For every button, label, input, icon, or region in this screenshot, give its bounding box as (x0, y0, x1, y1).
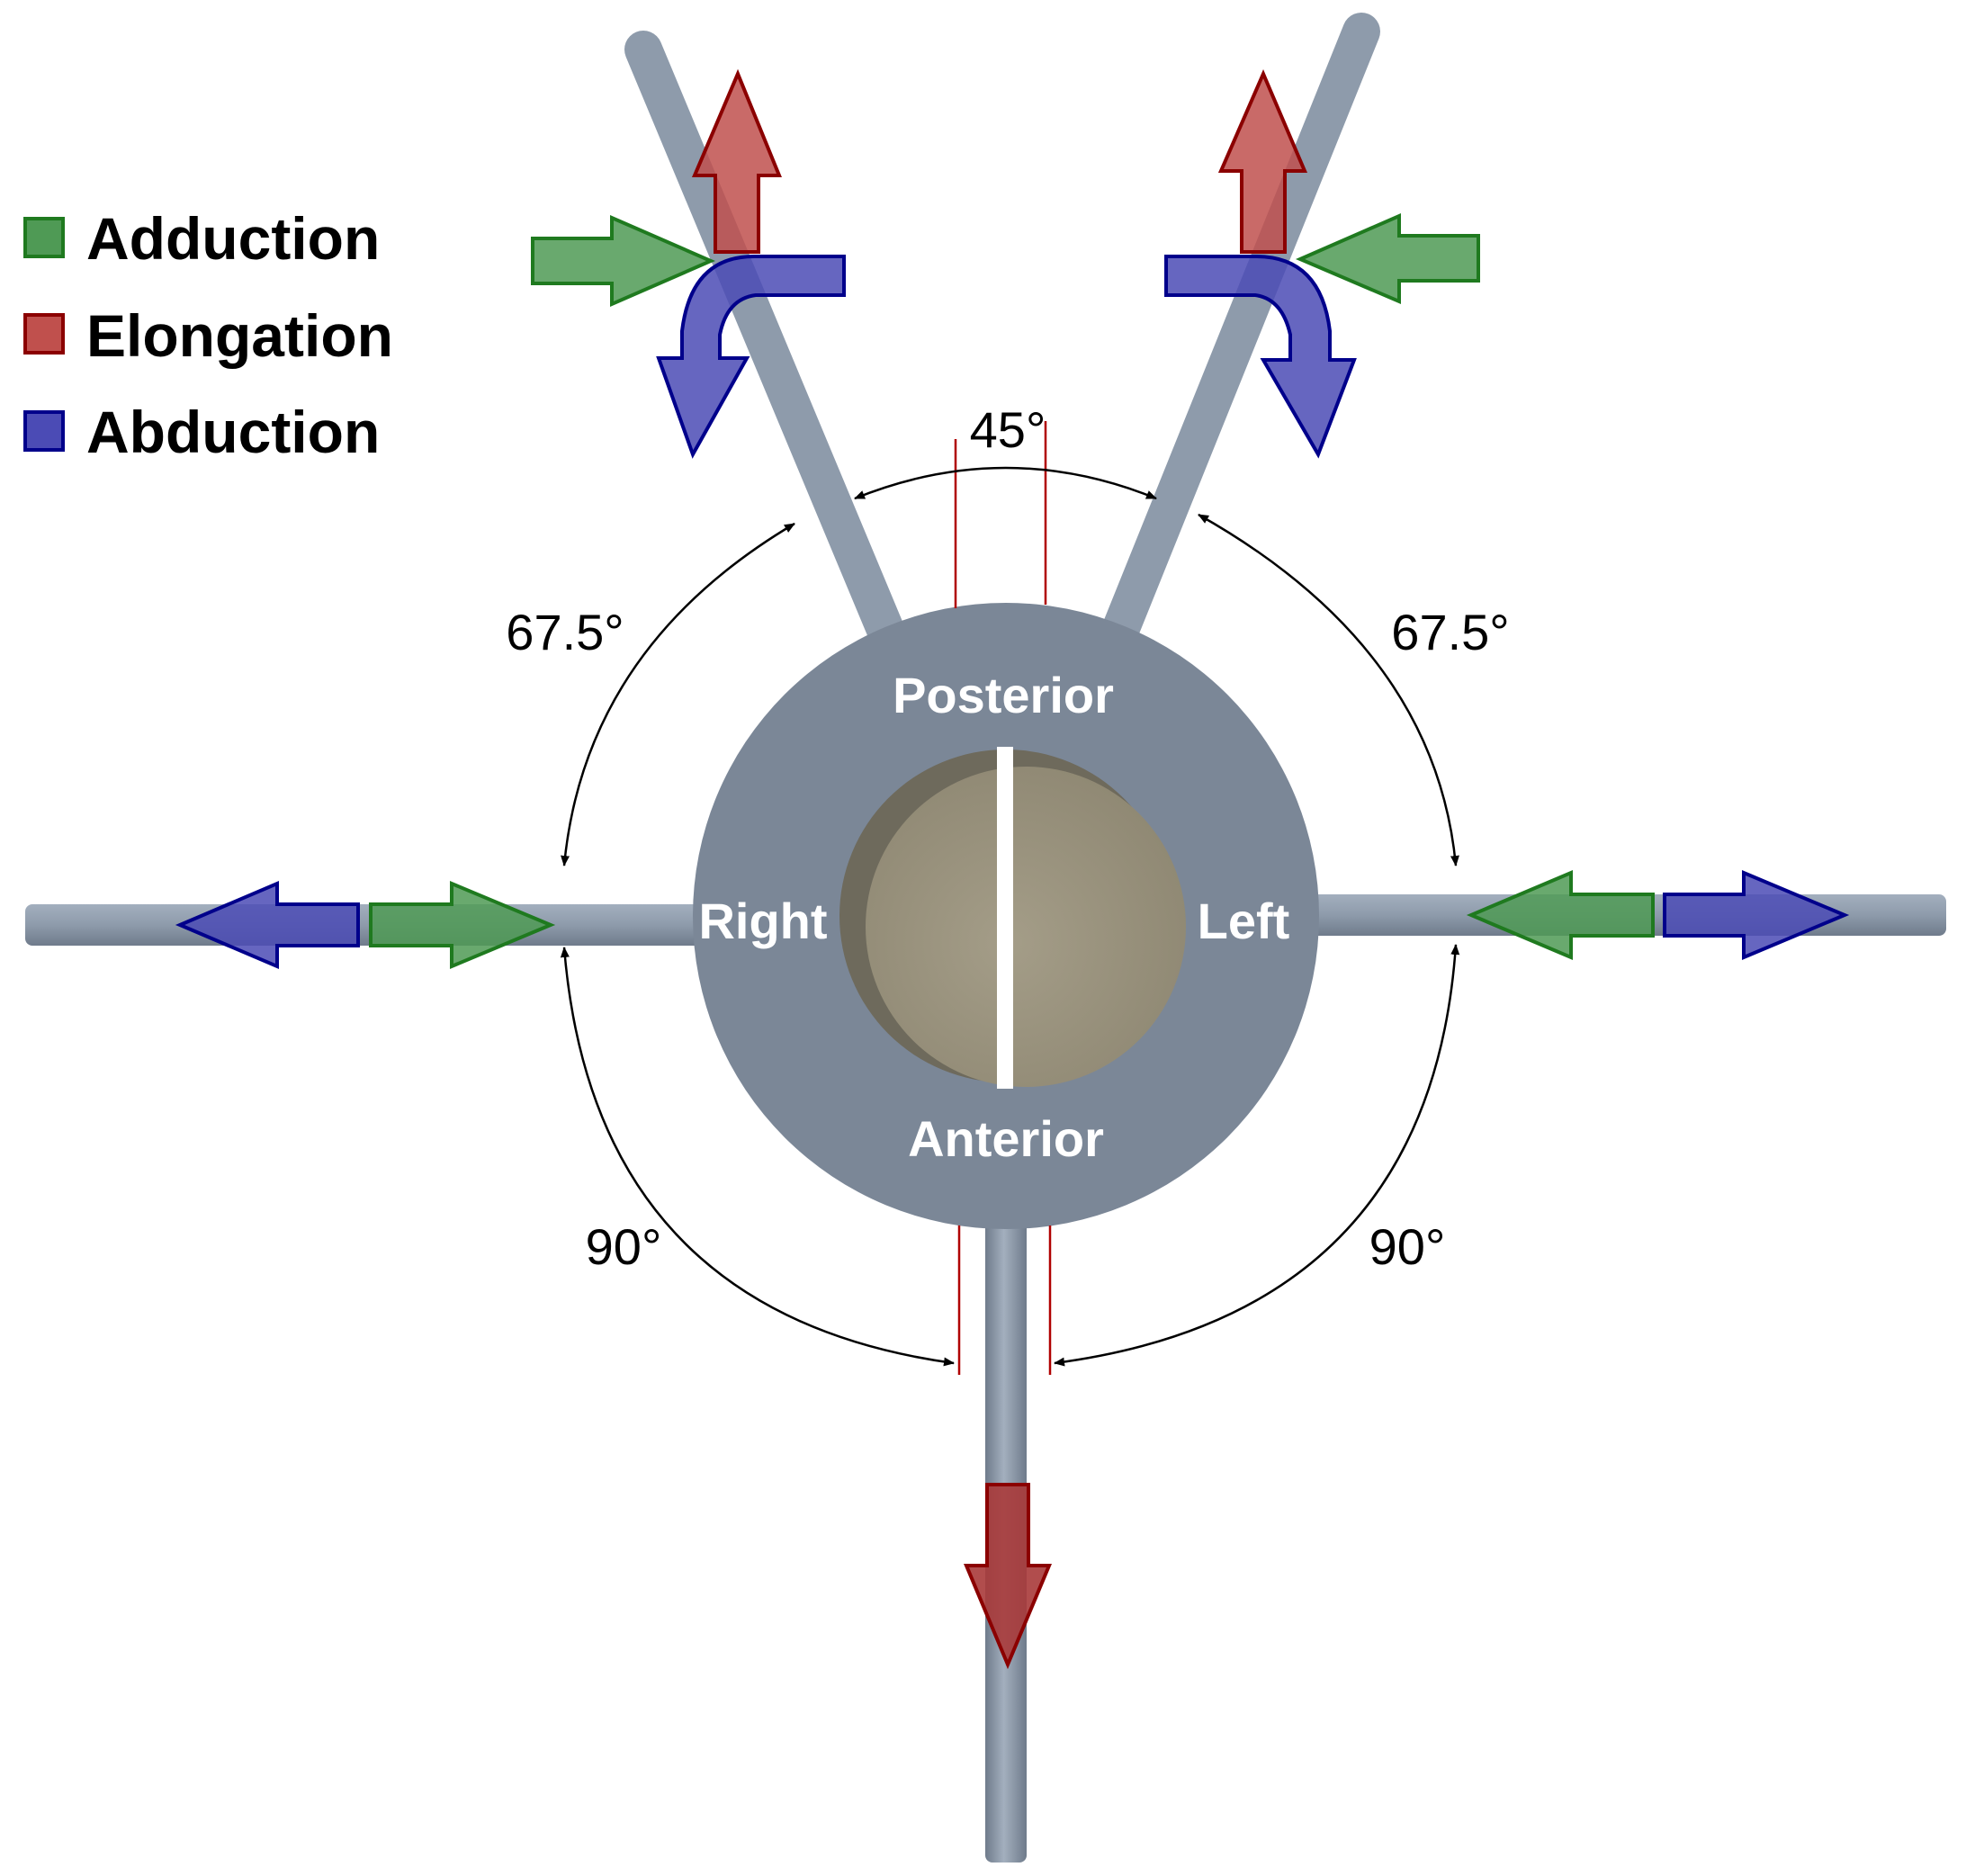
rod-upper-left (624, 31, 923, 694)
abduction-arrow-right (1663, 869, 1850, 961)
anterior-label: Anterior (908, 1110, 1104, 1167)
reference-lines (954, 421, 1052, 1375)
legend-label-abduction: Abduction (86, 399, 380, 465)
abduction-arrow-upper-left (656, 255, 846, 459)
arc-upper-right-67-5 (1198, 513, 1459, 866)
angle-label-top: 45° (970, 401, 1046, 458)
disc-slit (997, 747, 1013, 1089)
angle-label-upper-left: 67.5° (506, 604, 624, 660)
adduction-arrow-right (1466, 869, 1655, 961)
legend-swatch-adduction (23, 217, 65, 258)
adduction-arrow-left (369, 880, 556, 970)
adduction-arrow-upper-left (531, 214, 716, 308)
angle-label-upper-right: 67.5° (1391, 604, 1509, 660)
arc-lower-left-90 (560, 947, 955, 1367)
arc-45-degrees (854, 466, 1157, 500)
adduction-arrow-upper-right (1295, 212, 1480, 305)
angle-label-lower-left: 90° (586, 1218, 662, 1275)
angle-label-lower-right: 90° (1369, 1218, 1446, 1275)
dimension-arcs (560, 466, 1460, 1367)
arc-upper-left-67-5 (561, 522, 795, 866)
legend-label-elongation: Elongation (86, 302, 393, 369)
legend-swatch-elongation (23, 313, 65, 355)
legend: Adduction Elongation Abduction (23, 205, 393, 465)
right-label: Right (698, 893, 827, 949)
abduction-arrow-left-visible (175, 880, 360, 970)
elongation-arrow-upper-right (1217, 68, 1308, 254)
posterior-label: Posterior (893, 667, 1114, 723)
rod-upper-right (1083, 13, 1380, 694)
legend-swatch-abduction (23, 410, 65, 452)
legend-label-adduction: Adduction (86, 205, 380, 272)
force-arrows (175, 68, 1850, 1670)
left-label: Left (1198, 893, 1290, 949)
elongation-arrow-bottom (963, 1483, 1053, 1670)
elongation-arrow-upper-left (691, 68, 782, 254)
arc-lower-right-90 (1054, 944, 1460, 1367)
abduction-arrow-upper-right (1164, 255, 1357, 459)
